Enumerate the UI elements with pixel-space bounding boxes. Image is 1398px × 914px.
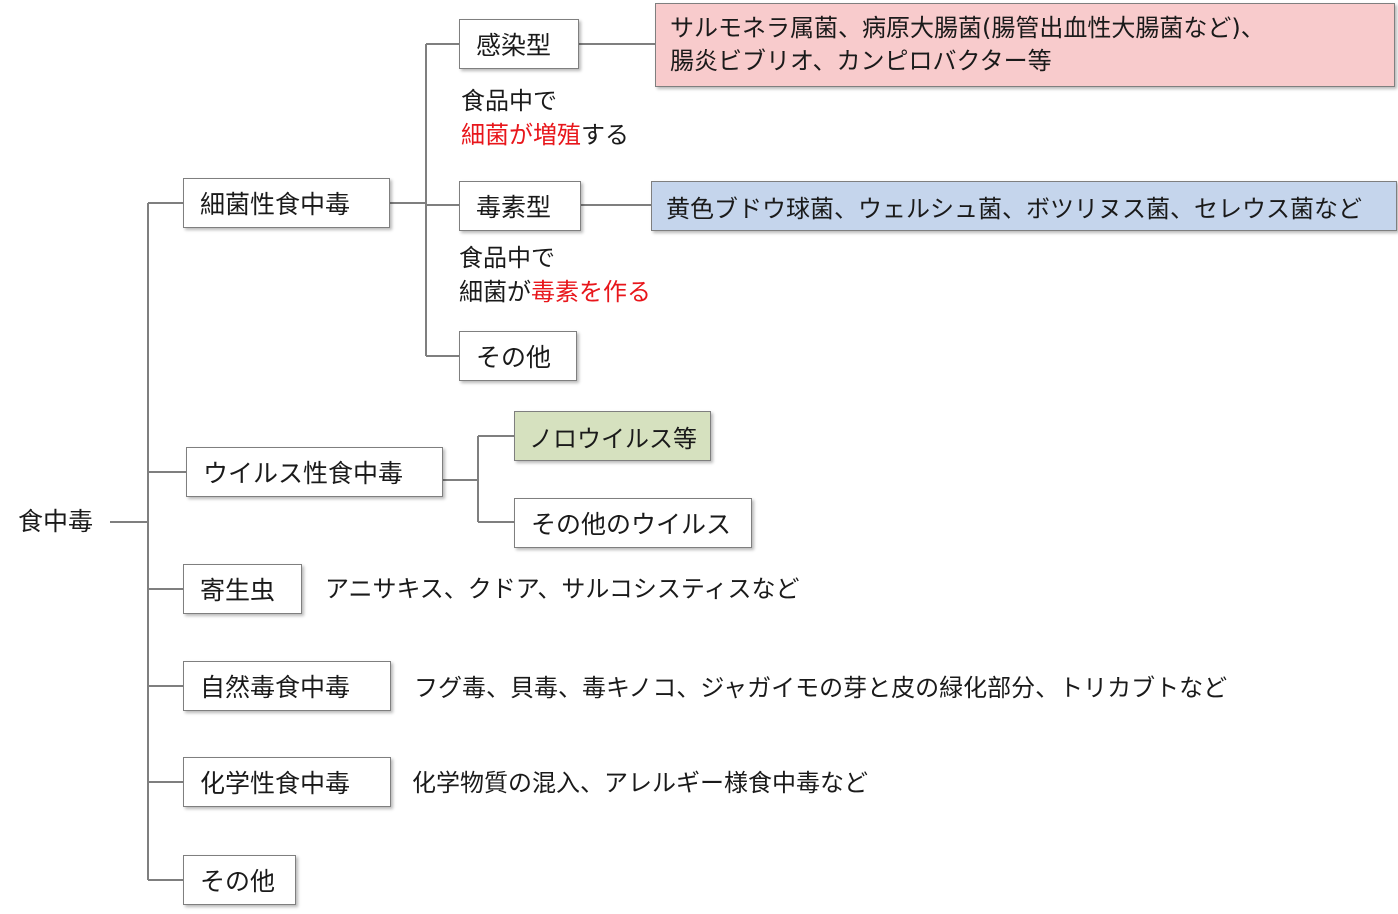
toxin-type-node: 毒素型 xyxy=(459,181,581,231)
toxin-note-emphasis: 毒素を作る xyxy=(531,278,651,306)
norovirus-box: ノロウイルス等 xyxy=(514,411,711,461)
infection-note-line1: 食品中で xyxy=(461,87,557,115)
infection-examples-box: サルモネラ属菌、病原大腸菌(腸管出血性大腸菌など)、 腸炎ビブリオ、カンピロバク… xyxy=(655,3,1395,87)
infection-type-node: 感染型 xyxy=(459,19,579,69)
toxin-note-line2: 細菌が毒素を作る xyxy=(459,275,651,309)
chemical-examples: 化学物質の混入、アレルギー様食中毒など xyxy=(412,769,868,797)
infection-note-emphasis: 細菌が増殖 xyxy=(461,121,581,149)
toxin-note-head: 細菌が xyxy=(459,278,531,306)
natural-toxin-node: 自然毒食中毒 xyxy=(183,661,391,711)
infection-note: 食品中で 細菌が増殖する xyxy=(461,84,629,152)
bacterial-other-node: その他 xyxy=(459,331,577,381)
root-label: 食中毒 xyxy=(18,507,94,536)
parasite-node: 寄生虫 xyxy=(183,564,302,614)
parasite-examples: アニサキス、クドア、サルコシスティスなど xyxy=(325,575,800,603)
toxin-note-line1: 食品中で xyxy=(459,244,555,272)
natural-toxin-examples: フグ毒、貝毒、毒キノコ、ジャガイモの芽と皮の緑化部分、トリカブトなど xyxy=(414,674,1228,702)
bacterial-node: 細菌性食中毒 xyxy=(183,178,390,228)
viral-node: ウイルス性食中毒 xyxy=(186,447,443,497)
infection-examples-line1: サルモネラ属菌、病原大腸菌(腸管出血性大腸菌など)、 xyxy=(670,14,1265,42)
infection-examples-line2: 腸炎ビブリオ、カンピロバクター等 xyxy=(670,47,1052,75)
other-node: その他 xyxy=(183,855,296,905)
chemical-node: 化学性食中毒 xyxy=(183,757,391,807)
toxin-note: 食品中で 細菌が毒素を作る xyxy=(459,241,651,309)
toxin-examples-box: 黄色ブドウ球菌、ウェルシュ菌、ボツリヌス菌、セレウス菌など xyxy=(651,181,1397,231)
viral-other-node: その他のウイルス xyxy=(514,498,752,548)
infection-note-tail: する xyxy=(581,121,629,149)
infection-note-line2: 細菌が増殖する xyxy=(461,118,629,152)
